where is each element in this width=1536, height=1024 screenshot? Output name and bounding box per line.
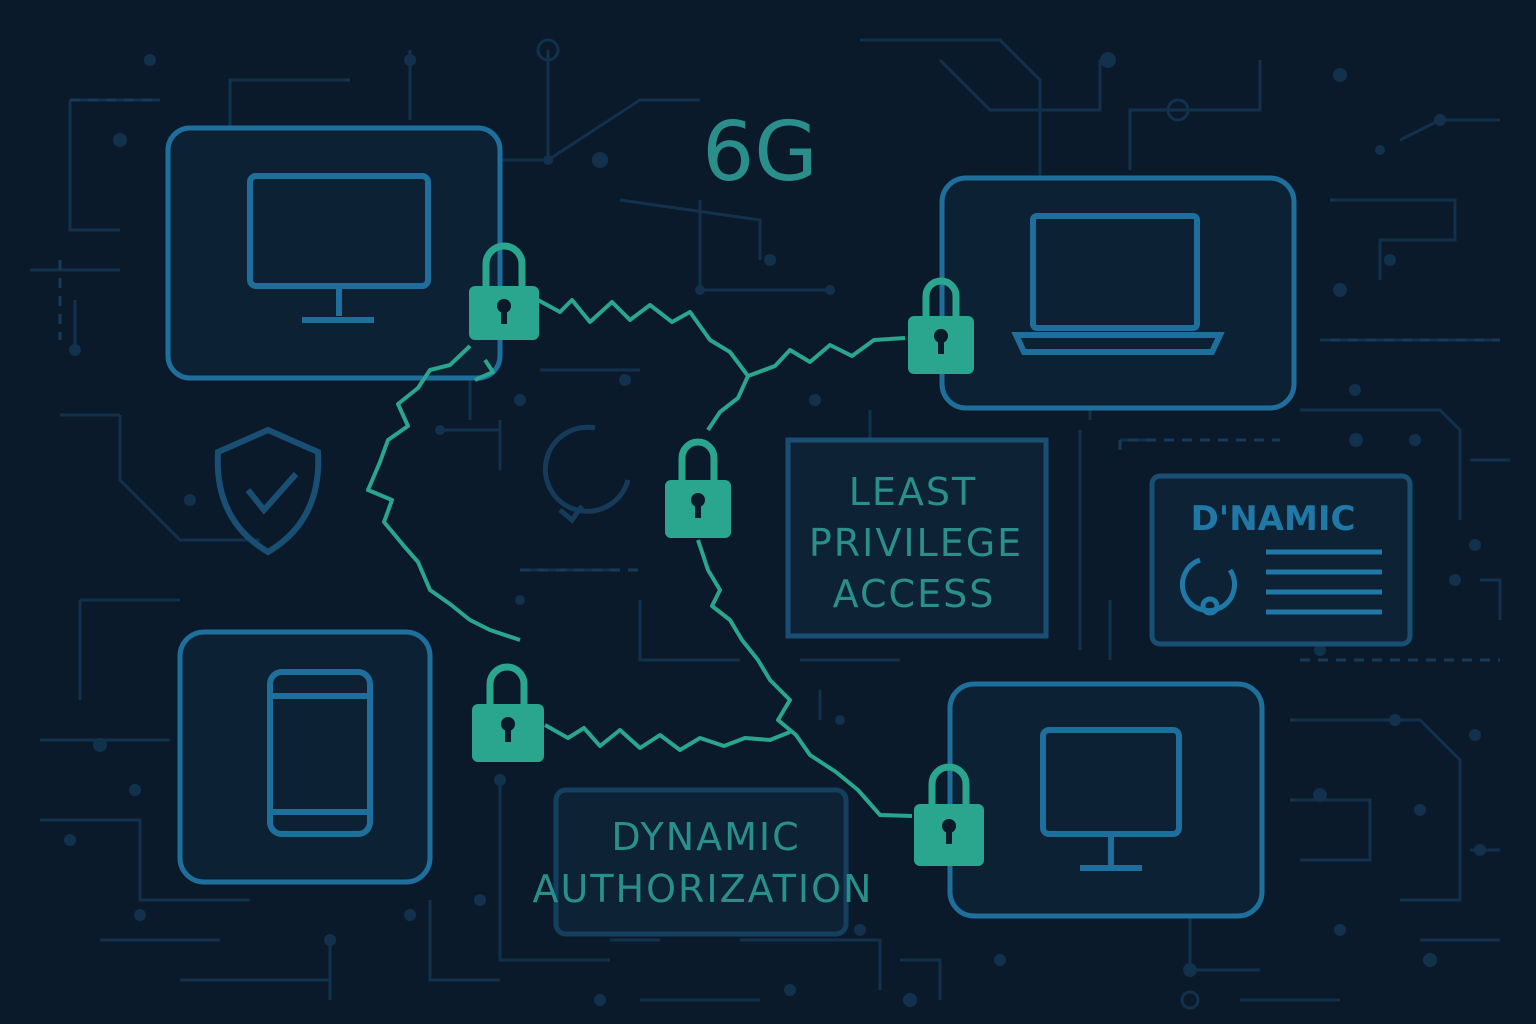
padlock-icon xyxy=(469,242,539,340)
device-card-monitor-top-left xyxy=(165,125,503,381)
desktop-monitor-icon xyxy=(1040,727,1182,871)
refresh-cycle-icon xyxy=(542,424,631,524)
dynamic-authorization-line-2: AUTHORIZATION xyxy=(533,867,874,911)
profile-card-icon xyxy=(1180,549,1382,616)
secure-connection-lines xyxy=(366,298,913,818)
dynamic-authorization-line-1: DYNAMIC xyxy=(611,815,800,859)
device-card-laptop-top-right xyxy=(939,175,1297,411)
circuit-ring-node xyxy=(536,38,560,62)
smartphone-icon xyxy=(267,669,373,837)
least-privilege-line-3: ACCESS xyxy=(833,572,996,616)
least-privilege-line-2: PRIVILEGE xyxy=(809,521,1023,565)
laptop-icon xyxy=(1011,213,1225,355)
padlock-icon xyxy=(908,277,974,374)
padlock-icon xyxy=(665,438,731,538)
desktop-monitor-icon xyxy=(247,173,431,323)
dynamic-card-title: D'NAMIC xyxy=(1191,499,1356,539)
dynamic-authorization-card: DYNAMIC AUTHORIZATION xyxy=(533,787,874,937)
padlock-icon xyxy=(472,663,544,762)
least-privilege-line-1: LEAST xyxy=(849,470,978,514)
least-privilege-access-card: LEAST PRIVILEGE ACCESS xyxy=(785,437,1049,639)
network-title-6g: 6G xyxy=(702,105,818,200)
circuit-ring-node xyxy=(1166,98,1190,122)
shield-check-icon xyxy=(214,426,322,556)
circuit-ring-node xyxy=(1180,990,1200,1010)
padlock-icon xyxy=(914,763,984,866)
dynamic-profile-card: D'NAMIC xyxy=(1149,473,1413,647)
device-card-monitor-bottom-right xyxy=(947,681,1265,919)
device-card-phone-bottom-left xyxy=(177,629,433,885)
